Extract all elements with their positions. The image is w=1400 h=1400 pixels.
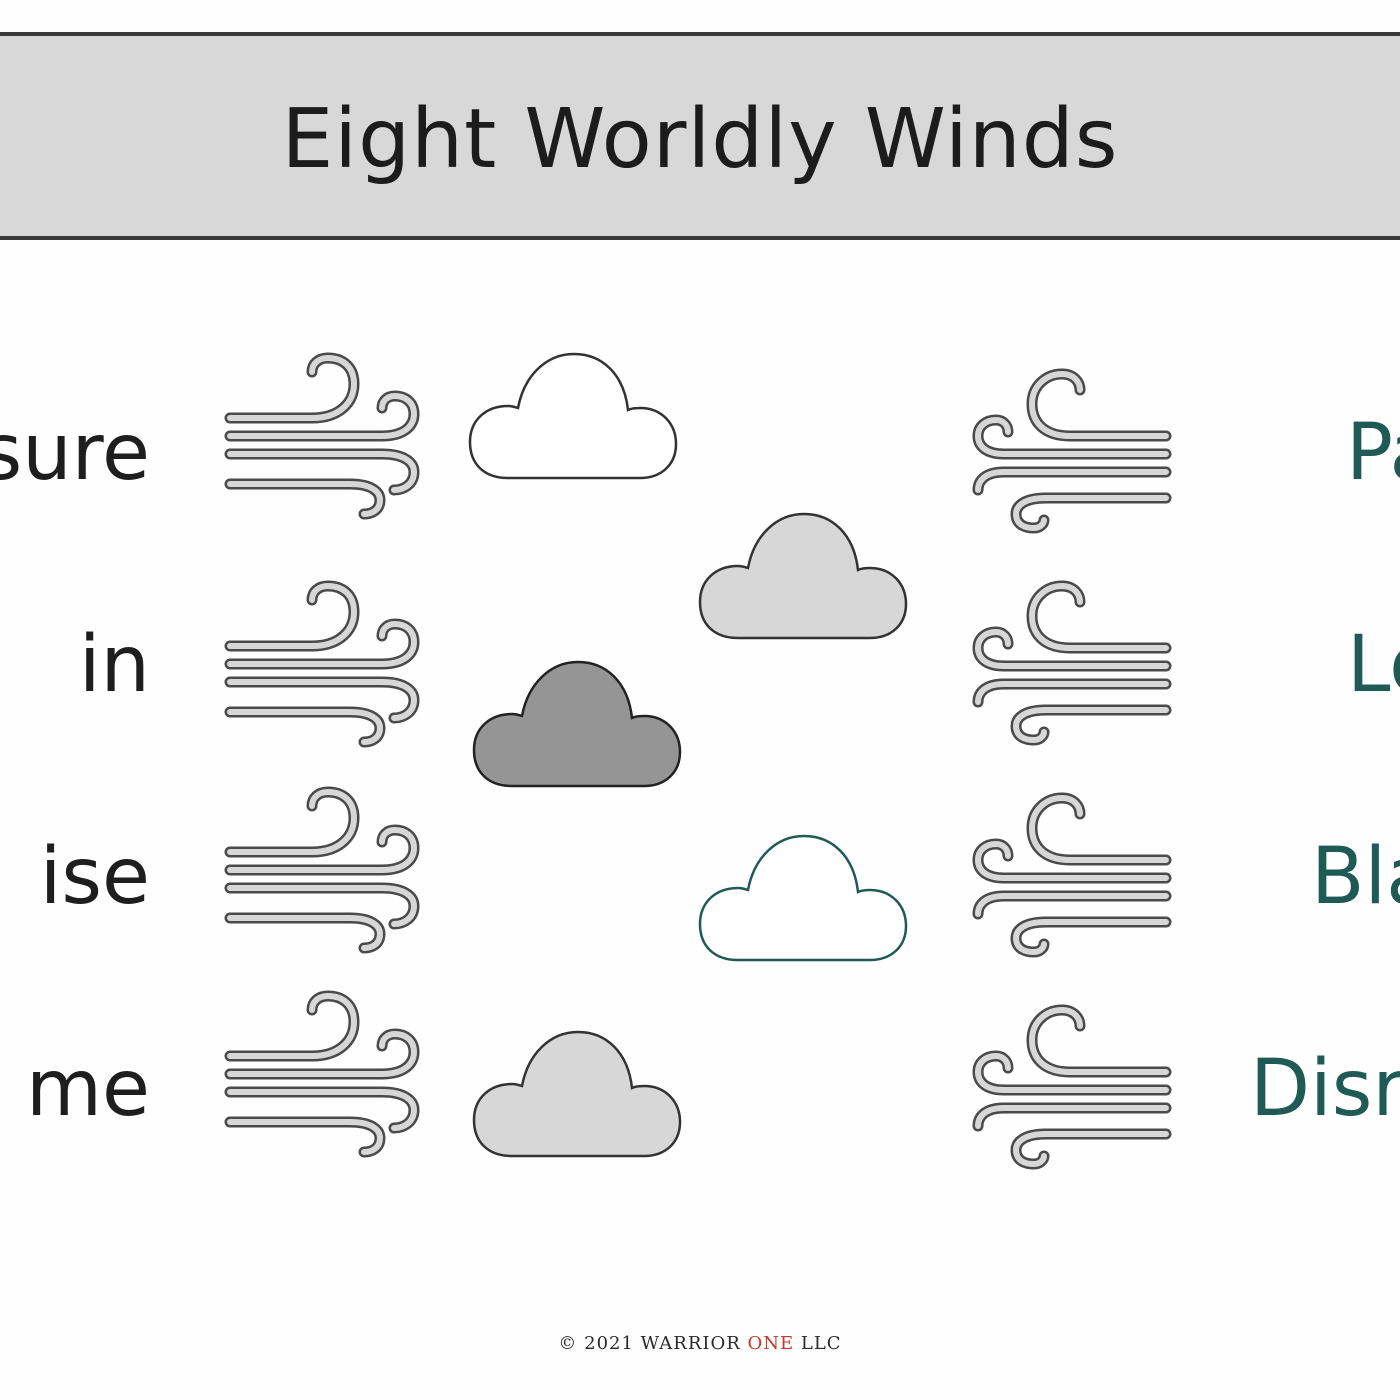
left-label-2: in [78, 620, 150, 710]
right-label-2: Lo [1347, 620, 1400, 710]
left-label-3: ise [39, 832, 150, 922]
title-band [0, 32, 1400, 240]
right-label-4: Disre [1250, 1044, 1400, 1134]
cloud-icon [698, 512, 908, 640]
wind-icon [978, 374, 1166, 528]
left-label-1: sure [0, 408, 150, 498]
wind-icon [230, 586, 414, 742]
wind-icon [230, 358, 414, 514]
wind-icon [978, 798, 1166, 952]
page-title: Eight Worldly Winds [281, 92, 1119, 187]
wind-icon [978, 1010, 1166, 1164]
copyright-prefix: © 2021 WARRIOR [558, 1333, 748, 1354]
cloud-icon [468, 352, 678, 480]
left-label-4: me [26, 1044, 150, 1134]
cloud-icon [472, 1030, 682, 1158]
wind-icon [978, 586, 1166, 740]
right-label-1: Pa [1346, 408, 1400, 498]
copyright-notice: © 2021 WARRIOR ONE LLC [0, 1333, 1400, 1355]
wind-icon [230, 996, 414, 1152]
cloud-icon [472, 660, 682, 788]
right-label-3: Bla [1311, 832, 1400, 922]
wind-icon [230, 792, 414, 948]
copyright-accent: ONE [747, 1333, 795, 1354]
copyright-suffix: LLC [794, 1333, 842, 1354]
cloud-icon [698, 834, 908, 962]
